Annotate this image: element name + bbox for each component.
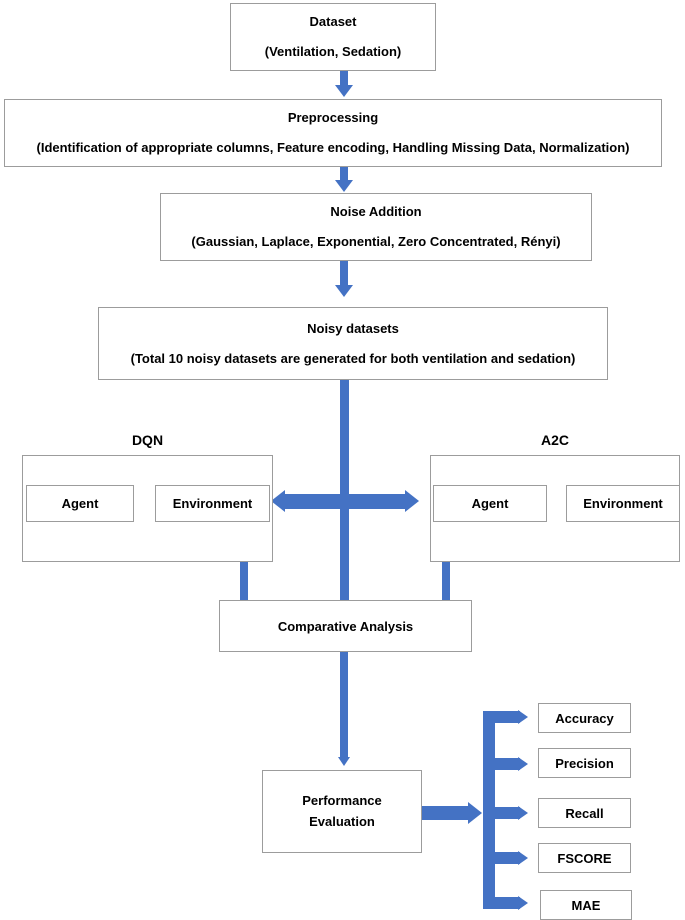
node-comparative-analysis: Comparative Analysis bbox=[219, 600, 472, 652]
node-noisy-datasets-line1: Noisy datasets bbox=[307, 320, 399, 336]
arrow-down-icon bbox=[335, 85, 353, 97]
node-dataset-line1: Dataset bbox=[309, 14, 357, 30]
metric-box-fscore: FSCORE bbox=[538, 843, 631, 873]
metric-label-fscore: FSCORE bbox=[557, 850, 612, 866]
node-preprocessing-line2: (Identification of appropriate columns, … bbox=[36, 140, 630, 155]
node-dqn-agent-label: Agent bbox=[61, 496, 99, 511]
node-dataset: Dataset (Ventilation, Sedation) bbox=[230, 3, 436, 71]
connector-a2c-to-comparative bbox=[442, 562, 450, 600]
metric-box-precision: Precision bbox=[538, 748, 631, 778]
connector-branch-recall bbox=[483, 807, 520, 819]
arrow-right-icon bbox=[518, 896, 528, 910]
node-a2c-environment: Environment bbox=[566, 485, 680, 522]
metric-label-mae: MAE bbox=[571, 897, 601, 913]
arrow-right-icon bbox=[405, 490, 419, 512]
connector-preprocessing-to-noise bbox=[340, 167, 348, 183]
metric-box-accuracy: Accuracy bbox=[538, 703, 631, 733]
node-performance-evaluation-line1: Performance bbox=[302, 793, 382, 809]
node-dataset-line2: (Ventilation, Sedation) bbox=[264, 44, 402, 59]
connector-dataset-to-preprocessing bbox=[340, 71, 348, 88]
arrow-right-icon bbox=[518, 851, 528, 865]
node-noise-addition-line2: (Gaussian, Laplace, Exponential, Zero Co… bbox=[191, 234, 561, 249]
arrow-down-icon bbox=[335, 180, 353, 192]
connector-branch-fscore bbox=[483, 852, 520, 864]
connector-main-trunk bbox=[340, 380, 349, 600]
node-noisy-datasets: Noisy datasets (Total 10 noisy datasets … bbox=[98, 307, 608, 380]
node-a2c-title: A2C bbox=[540, 432, 569, 448]
node-a2c-agent-label: Agent bbox=[471, 496, 509, 511]
node-comparative-analysis-label: Comparative Analysis bbox=[277, 618, 414, 634]
metric-box-recall: Recall bbox=[538, 798, 631, 828]
metric-label-accuracy: Accuracy bbox=[555, 710, 614, 726]
connector-branch-precision bbox=[483, 758, 520, 770]
connector-branch-mae bbox=[483, 897, 520, 909]
connector-noise-to-noisy-datasets bbox=[340, 261, 348, 288]
arrow-right-icon bbox=[518, 806, 528, 820]
arrow-right-icon bbox=[518, 710, 528, 724]
node-preprocessing: Preprocessing (Identification of appropr… bbox=[4, 99, 662, 167]
node-noisy-datasets-line2: (Total 10 noisy datasets are generated f… bbox=[130, 350, 576, 366]
node-a2c-environment-label: Environment bbox=[583, 496, 663, 511]
node-noise-addition: Noise Addition (Gaussian, Laplace, Expon… bbox=[160, 193, 592, 261]
node-performance-evaluation: Performance Evaluation bbox=[262, 770, 422, 853]
connector-branch-accuracy bbox=[483, 711, 520, 723]
node-dqn-environment: Environment bbox=[155, 485, 270, 522]
metric-label-recall: Recall bbox=[565, 805, 604, 821]
node-dqn-title: DQN bbox=[131, 432, 164, 448]
connector-performance-to-metrics-bus bbox=[422, 806, 470, 820]
node-a2c-agent: Agent bbox=[433, 485, 547, 522]
metric-box-mae: MAE bbox=[540, 890, 632, 920]
node-performance-evaluation-line2: Evaluation bbox=[309, 813, 375, 829]
arrow-right-icon bbox=[468, 802, 482, 824]
metric-label-precision: Precision bbox=[555, 755, 614, 771]
node-dqn-agent: Agent bbox=[26, 485, 134, 522]
node-preprocessing-line1: Preprocessing bbox=[287, 110, 379, 126]
node-dqn-environment-label: Environment bbox=[172, 496, 253, 511]
arrow-down-icon bbox=[335, 285, 353, 297]
connector-split-horizontal bbox=[285, 494, 405, 509]
arrow-down-icon bbox=[338, 757, 350, 766]
connector-comparative-to-performance bbox=[340, 652, 348, 758]
connector-dqn-to-comparative bbox=[240, 562, 248, 600]
node-noise-addition-line1: Noise Addition bbox=[330, 204, 422, 220]
arrow-right-icon bbox=[518, 757, 528, 771]
arrow-left-icon bbox=[271, 490, 285, 512]
